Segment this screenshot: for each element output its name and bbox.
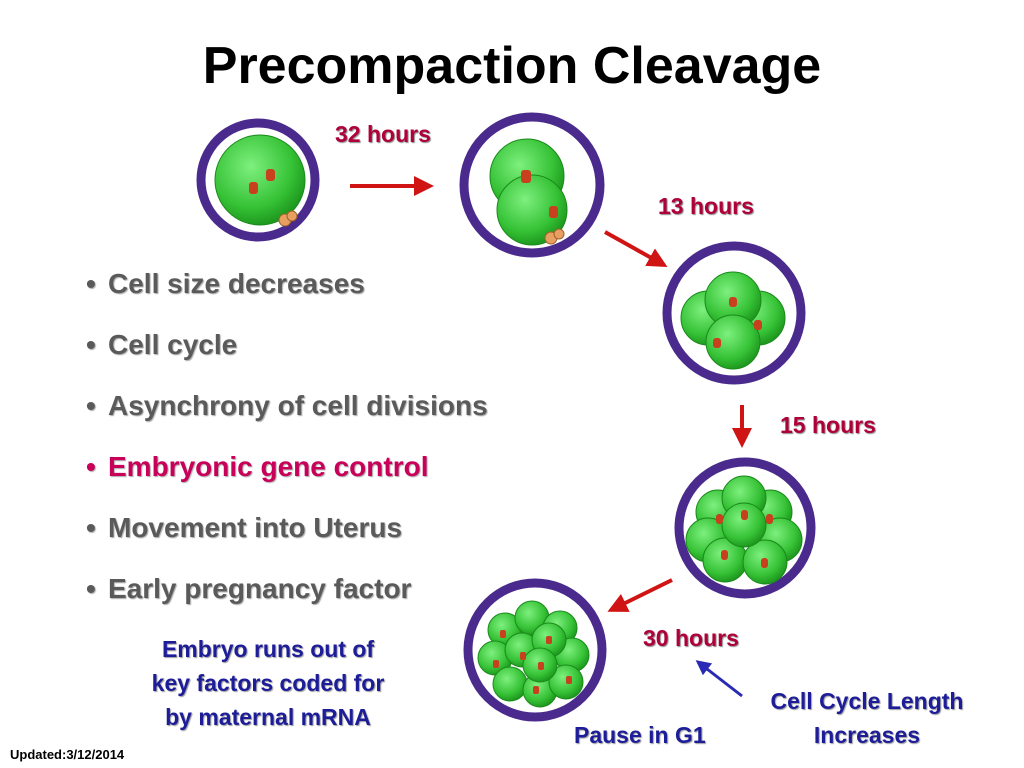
bullet-dot: • (86, 329, 96, 360)
embryo-1-cell (196, 118, 320, 242)
note-cycle-line-1: Cell Cycle Length (770, 688, 964, 714)
bullet-item: • Embryonic gene control (86, 449, 488, 510)
embryo-2-cell (459, 112, 605, 258)
label-32-hours: 32 hours (335, 121, 431, 147)
arrow-2-to-4 (604, 230, 668, 267)
bullet-dot: • (86, 451, 96, 482)
note-maternal-line-3: by maternal mRNA (165, 704, 371, 730)
bullet-dot: • (86, 512, 96, 543)
bullet-item: • Cell cycle (86, 327, 488, 388)
embryo-morula (463, 578, 607, 722)
note-cycle-length: Cell Cycle Length Increases (742, 684, 992, 752)
bullet-text: Cell cycle (108, 329, 238, 360)
embryo-8-cell (674, 457, 816, 599)
bullet-dot: • (86, 573, 96, 604)
arrow-cycle-length (695, 660, 743, 698)
bullet-text: Movement into Uterus (108, 512, 403, 543)
bullet-dot: • (86, 390, 96, 421)
bullet-dot: • (86, 268, 96, 299)
label-13-hours: 13 hours (658, 193, 754, 219)
arrow-8-to-morula (607, 578, 673, 612)
bullet-text: Early pregnancy factor (108, 573, 412, 604)
page-title: Precompaction Cleavage (202, 37, 822, 95)
bullet-item: • Asynchrony of cell divisions (86, 388, 488, 449)
bullet-item: • Cell size decreases (86, 266, 488, 327)
note-maternal-line-1: Embryo runs out of (161, 636, 375, 662)
note-maternal-line-2: key factors coded for (151, 670, 385, 696)
bullet-text: Cell size decreases (108, 268, 365, 299)
label-30-hours: 30 hours (643, 625, 739, 651)
bullet-text: Embryonic gene control (108, 451, 429, 482)
bullet-text: Asynchrony of cell divisions (108, 390, 488, 421)
note-maternal-mrna: Embryo runs out of key factors coded for… (118, 632, 418, 734)
bullet-item: • Early pregnancy factor (86, 571, 488, 632)
note-cycle-line-2: Increases (813, 722, 921, 748)
bullet-list: • Cell size decreases • Cell cycle • Asynchro… (86, 266, 488, 632)
label-15-hours: 15 hours (780, 412, 876, 438)
bullet-item: • Movement into Uterus (86, 510, 488, 571)
embryo-4-cell (662, 241, 806, 385)
footer-updated: Updated:3/12/2014 (10, 747, 125, 762)
note-pause-g1: Pause in G1 (574, 722, 706, 748)
